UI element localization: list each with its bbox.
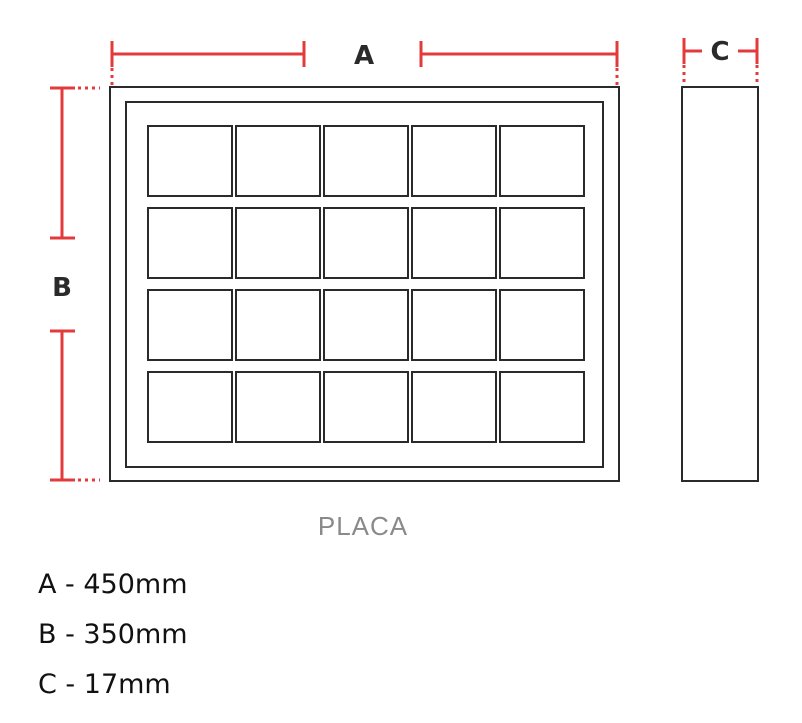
- dimension-item-a: A - 450mm: [38, 569, 188, 600]
- grid-cell: [235, 207, 321, 279]
- plate-outer-frame: [109, 86, 620, 482]
- dimension-list: A - 450mm B - 350mm C - 17mm: [38, 560, 188, 710]
- dimension-b: [50, 86, 100, 482]
- plate-diagram: A C B PLACA: [50, 37, 759, 541]
- grid-cell: [323, 207, 409, 279]
- grid-cell: [235, 289, 321, 361]
- plate-inner-frame: [125, 101, 604, 468]
- grid-cell: [499, 207, 585, 279]
- grid-cell: [147, 125, 233, 197]
- label-a: A: [354, 41, 374, 71]
- dimension-c: [682, 38, 759, 84]
- grid-cell: [411, 125, 497, 197]
- grid-cell: [323, 289, 409, 361]
- grid-cell: [235, 371, 321, 443]
- label-b: B: [52, 273, 72, 303]
- dimension-a: [110, 41, 619, 86]
- grid-cell: [147, 371, 233, 443]
- grid-cell: [147, 289, 233, 361]
- dimension-item-c: C - 17mm: [38, 669, 171, 700]
- plate-caption: PLACA: [318, 511, 408, 541]
- grid-cell: [235, 125, 321, 197]
- grid-cell: [499, 125, 585, 197]
- cell-grid: [147, 125, 585, 443]
- grid-cell: [411, 289, 497, 361]
- grid-cell: [499, 371, 585, 443]
- plate-side-view: [681, 86, 759, 482]
- grid-cell: [147, 207, 233, 279]
- grid-cell: [411, 207, 497, 279]
- label-c: C: [710, 37, 729, 67]
- grid-cell: [323, 371, 409, 443]
- grid-cell: [411, 371, 497, 443]
- grid-cell: [323, 125, 409, 197]
- grid-cell: [499, 289, 585, 361]
- dimension-item-b: B - 350mm: [38, 619, 188, 650]
